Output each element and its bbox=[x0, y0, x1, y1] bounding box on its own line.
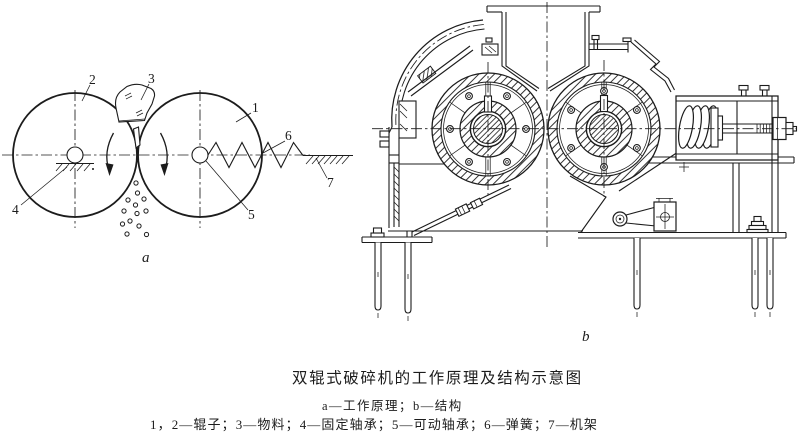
part-label-1: 1 bbox=[252, 100, 259, 115]
arc-guard bbox=[388, 19, 499, 139]
part-label-5: 5 bbox=[248, 207, 255, 222]
centerlines-b bbox=[372, 2, 797, 247]
particles bbox=[119, 180, 150, 238]
frame bbox=[361, 127, 795, 244]
part-label-3: 3 bbox=[148, 71, 155, 86]
roller-2-axle bbox=[66, 146, 84, 164]
housing-bolts bbox=[738, 84, 770, 96]
spring-housing bbox=[675, 84, 798, 161]
base-legs bbox=[370, 215, 774, 321]
caption-legend: 1，2—辊子；3—物料；4—固定轴承；5—可动轴承；6—弹簧；7—机架 bbox=[150, 417, 598, 432]
rotation-arrow-left bbox=[105, 132, 115, 176]
sub-label-a: a bbox=[142, 250, 150, 266]
caption-title: 双辊式破碎机的工作原理及结构示意图 bbox=[292, 370, 583, 387]
sub-label-b: b bbox=[582, 329, 590, 345]
principle-diagram: 1 2 3 4 5 6 7 a bbox=[2, 71, 353, 266]
structure-diagram: b bbox=[361, 2, 798, 345]
nip-sliver bbox=[132, 126, 141, 150]
tie-rod bbox=[411, 184, 512, 236]
spokes bbox=[449, 82, 527, 176]
part-label-4: 4 bbox=[12, 202, 19, 217]
hopper bbox=[486, 5, 601, 92]
spring-symbol bbox=[207, 141, 304, 169]
part-label-7: 7 bbox=[327, 175, 334, 190]
deflector-bracket bbox=[589, 34, 675, 93]
part-label-6: 6 bbox=[285, 128, 292, 143]
roller-1-axle bbox=[191, 146, 209, 164]
ground-wall bbox=[303, 154, 353, 165]
leader-lines-a bbox=[20, 83, 328, 211]
roller-2-circle bbox=[12, 92, 138, 218]
material-rock bbox=[114, 83, 156, 123]
toggle-link bbox=[612, 198, 677, 232]
caption-subtitle: a—工作原理；b—结构 bbox=[322, 399, 463, 413]
part-label-2: 2 bbox=[89, 72, 96, 87]
rotation-arrow-right bbox=[159, 132, 169, 176]
